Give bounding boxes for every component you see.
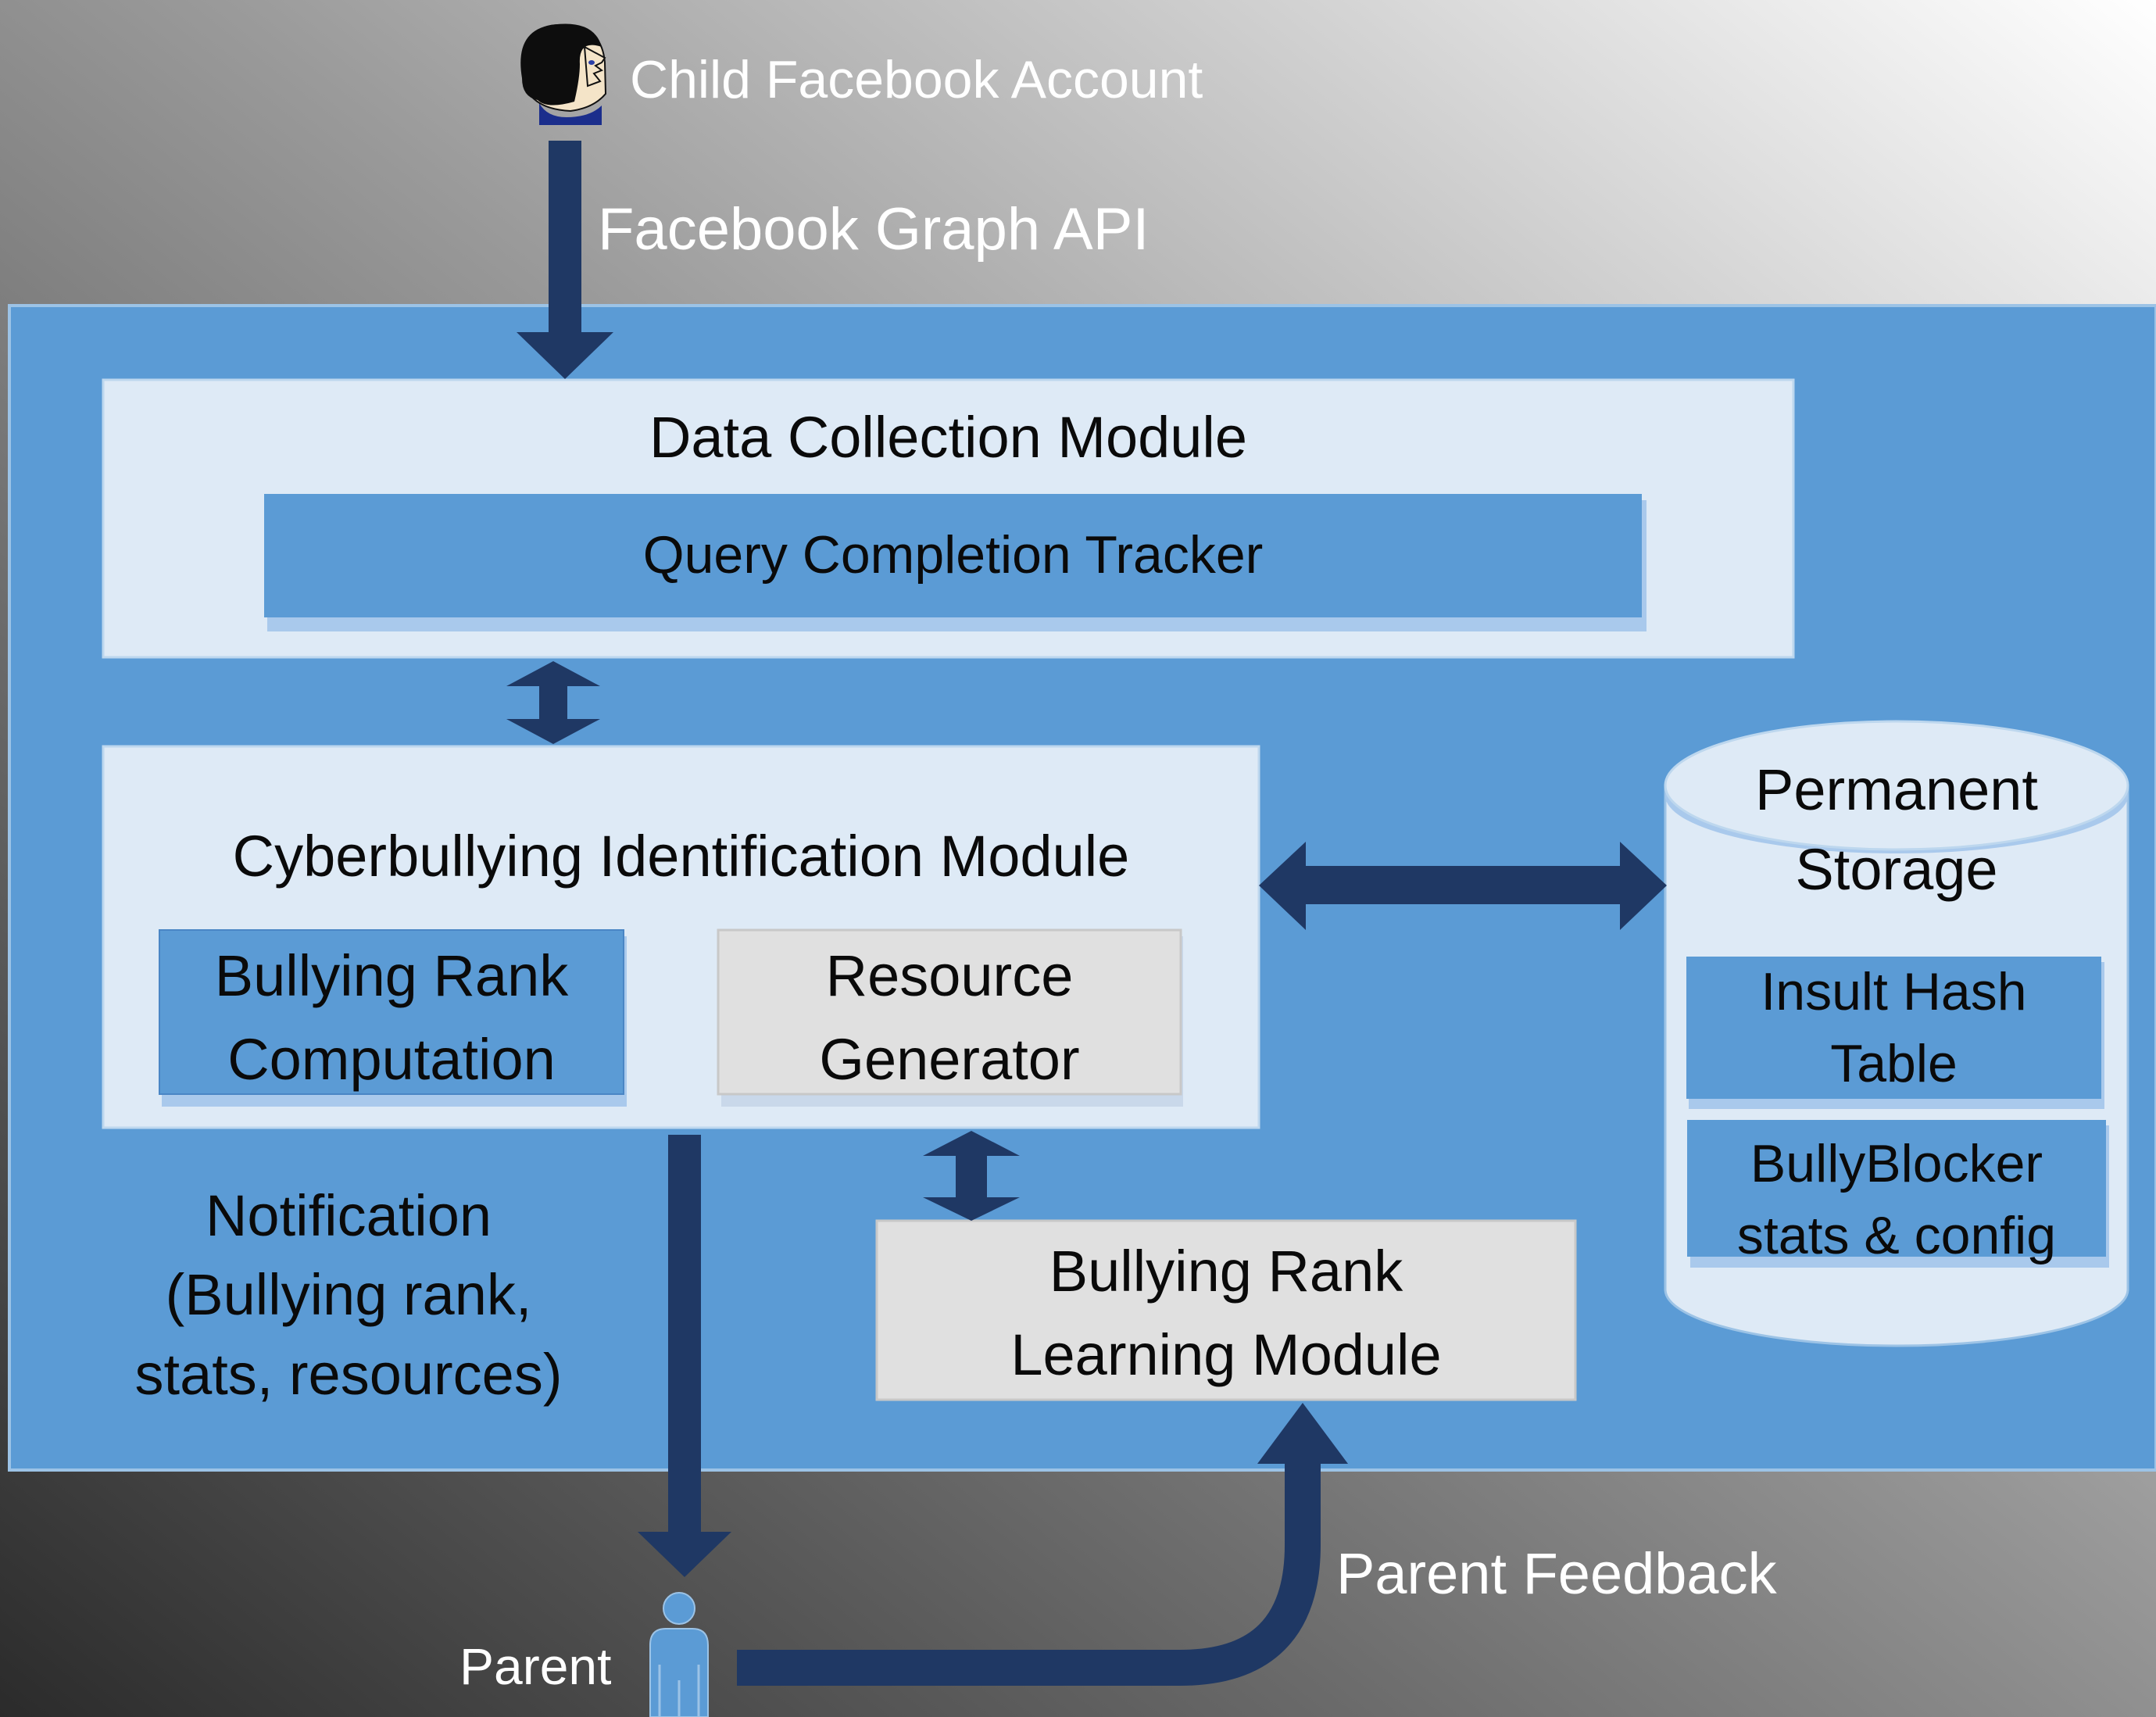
learning-module-line-2: Learning Module [1010, 1322, 1442, 1388]
query-tracker-label: Query Completion Tracker [642, 525, 1264, 585]
cyberbullying-title: Cyberbullying Identification Module [232, 824, 1130, 889]
cim-storage-double-arrow [1259, 842, 1667, 930]
parent-feedback-label: Parent Feedback [1336, 1541, 1777, 1606]
dcm-cim-double-arrow [506, 661, 600, 744]
learning-module-box [875, 1219, 1577, 1401]
notification-label: Notification (Bullying rank, stats, reso… [114, 1176, 583, 1414]
rank-computation-line-2: Computation [227, 1027, 556, 1093]
stats-config-label: BullyBlocker stats & config [1687, 1129, 2106, 1272]
resource-generator-line-2: Generator [819, 1027, 1080, 1093]
resource-generator-box [717, 928, 1182, 1096]
child-account-label: Child Facebook Account [630, 50, 1203, 109]
child-face-icon [520, 23, 607, 125]
insult-table-box [1686, 957, 2101, 1099]
rank-computation-label: Bullying Rank Computation [159, 934, 624, 1102]
stats-config-line-2: stats & config [1736, 1205, 2057, 1265]
insult-table-line-2: Table [1830, 1033, 1958, 1093]
query-tracker-box [264, 494, 1642, 617]
graph-api-label: Facebook Graph API [598, 196, 1150, 263]
parent-feedback-arrowhead [1257, 1403, 1348, 1464]
notification-line-3: stats, resources) [134, 1341, 563, 1407]
rank-computation-box [159, 929, 624, 1095]
resource-generator-label: Resource Generator [718, 934, 1181, 1102]
parent-label: Parent [459, 1637, 612, 1695]
learning-module-label: Bullying Rank Learning Module [877, 1229, 1575, 1397]
notification-arrow [638, 1135, 731, 1577]
storage-title: Permanent Storage [1665, 750, 2128, 910]
parent-feedback-arrow [737, 1446, 1321, 1686]
graph-api-arrow [517, 141, 613, 379]
data-collection-title: Data Collection Module [649, 405, 1248, 470]
learning-module-line-1: Bullying Rank [1049, 1239, 1403, 1304]
storage-title-line-2: Storage [1795, 837, 1998, 903]
cim-learning-double-arrow [923, 1131, 1020, 1221]
stats-config-box [1687, 1120, 2106, 1257]
insult-table-label: Insult Hash Table [1686, 957, 2101, 1100]
stats-config-line-1: BullyBlocker [1750, 1134, 2043, 1193]
storage-cylinder-top [1664, 720, 2129, 851]
resource-generator-line-1: Resource [825, 943, 1074, 1008]
notification-line-2: (Bullying rank, [165, 1262, 532, 1328]
insult-table-line-1: Insult Hash [1761, 962, 2027, 1021]
notification-line-1: Notification [205, 1183, 492, 1248]
parent-person-icon [649, 1592, 709, 1717]
rank-computation-line-1: Bullying Rank [214, 943, 569, 1008]
storage-title-line-1: Permanent [1755, 757, 2038, 822]
